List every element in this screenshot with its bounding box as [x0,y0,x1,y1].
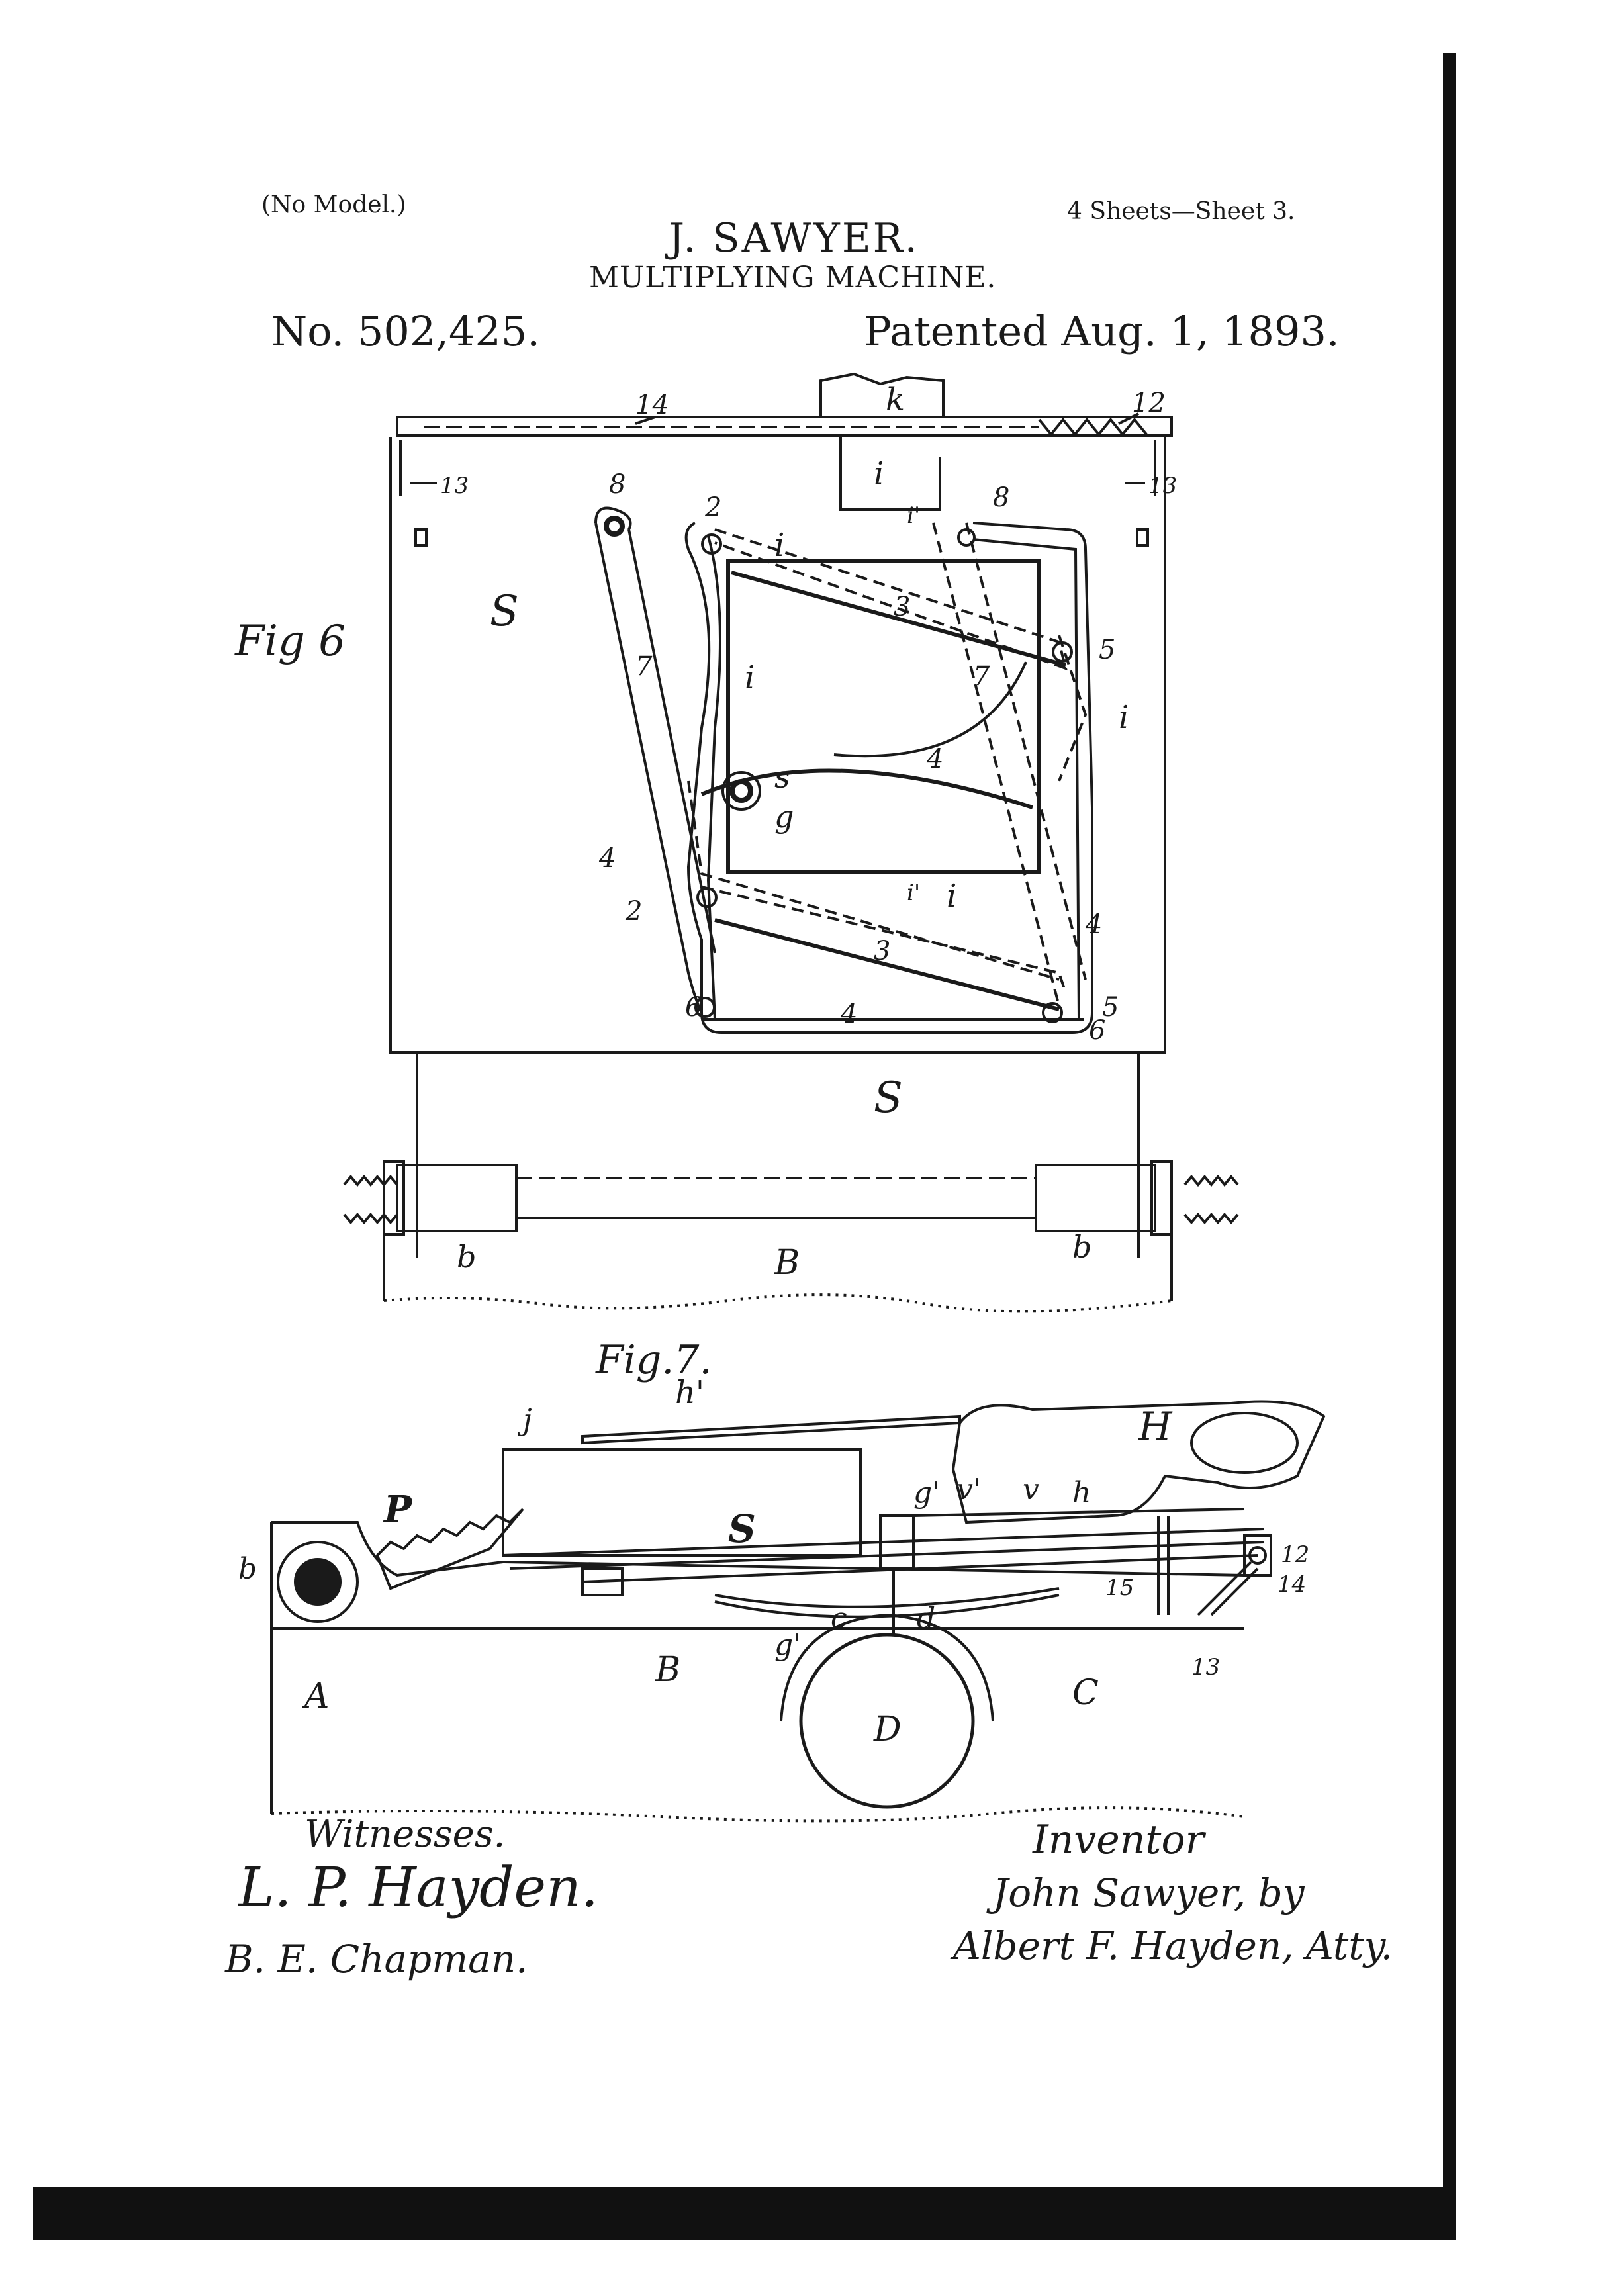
fig7-label: Fig.7. [595,1337,712,1383]
witness-1-signature: L. P. Hayden. [237,1857,598,1919]
ref-A: A [302,1676,330,1716]
ref-7-right: 7 [973,661,990,692]
ref-6-right: 6 [1089,1015,1105,1046]
ref-7-left: 7 [635,651,653,682]
ref-v: v [1023,1473,1039,1506]
ref-3-bottom: 3 [874,936,890,966]
ref-s: s [774,759,790,795]
signature-block: Witnesses. L. P. Hayden. B. E. Chapman. … [224,1813,1393,1982]
ref-i-dash: i [774,527,784,564]
ref-4-middle: 4 [926,744,943,774]
fig6-label: Fig 6 [234,617,346,666]
ref-H: H [1138,1404,1173,1449]
ref-B-fig7: B [655,1650,680,1690]
ref-13-fig7: 13 [1191,1654,1220,1680]
ref-4-left: 4 [598,843,616,874]
ref-h: h [1072,1476,1091,1510]
ref-g1-bottom: g' [774,1628,801,1662]
ref-2-top: 2 [704,492,721,523]
bottom-scan-edge [33,2187,1456,2240]
ref-14-fig7: 14 [1277,1571,1306,1598]
ref-b-fig7: b [238,1552,257,1586]
ref-i1-bottom: i' [907,880,920,906]
ref-g: g [774,799,794,835]
ref-S-lower: S [874,1074,903,1123]
ref-15: 15 [1105,1575,1134,1601]
inventor-signature: John Sawyer, by [986,1870,1305,1915]
ref-2-bottom: 2 [625,896,642,927]
ref-i-left: i [745,659,755,696]
patent-title: MULTIPLYING MACHINE. [589,261,997,295]
ref-i-bottom: i [947,878,956,915]
ref-k: k [886,381,905,418]
ref-b-left: b [457,1239,476,1275]
patent-number: No. 502,425. [271,307,540,355]
ref-C: C [1072,1673,1099,1713]
ref-j: j [517,1403,532,1437]
witnesses-heading: Witnesses. [304,1813,505,1856]
ref-c: c [831,1602,847,1635]
ref-S-top: S [490,587,519,636]
inventor-name: J. SAWYER. [669,215,919,261]
fig6-drawing [343,372,1239,1313]
right-scan-edge [1443,53,1456,2217]
ref-8-left: 8 [609,469,626,500]
patented-date: Patented Aug. 1, 1893. [864,307,1340,355]
ref-13-left: 13 [440,473,469,499]
model-note: (No Model.) [261,191,406,218]
ref-8-right: 8 [993,482,1009,513]
fig6-labels: 14 12 13 13 k i i i i i i' i' 8 8 2 2 3 … [440,381,1177,1283]
ref-S-fig7: S [728,1506,756,1551]
ref-g1-top: g' [913,1476,940,1510]
ref-B-fig6: B [774,1243,800,1283]
ref-4-right: 4 [1085,909,1102,940]
ref-d: d [917,1602,935,1635]
ref-12: 12 [1132,388,1166,418]
ref-6-left: 6 [685,992,702,1023]
ref-i-top: i [874,455,884,492]
ref-i1-top: i' [907,502,920,529]
ref-13-right: 13 [1148,473,1177,499]
witness-2-signature: B. E. Chapman. [224,1937,528,1982]
ref-b-right: b [1072,1229,1091,1265]
ref-14: 14 [635,390,669,420]
ref-i-right: i [1119,699,1129,736]
ref-5-bottom: 5 [1102,992,1119,1023]
attorney-signature: Albert F. Hayden, Atty. [950,1923,1393,1968]
ref-v1: v' [956,1473,981,1506]
fig7-drawing [270,1400,1326,1823]
ref-12-fig7: 12 [1281,1541,1309,1568]
ref-5-top: 5 [1099,635,1115,665]
fig7-labels: j h' H h g' g' v' v P b S A B c d C D 15… [238,1374,1309,1749]
ref-3-top: 3 [894,592,910,622]
ref-h1: h' [675,1374,704,1411]
ref-D: D [873,1710,902,1749]
inventor-heading: Inventor [1032,1817,1207,1863]
sheet-count: 4 Sheets—Sheet 3. [1067,198,1295,225]
ref-4-bottom: 4 [840,999,857,1029]
ref-P: P [383,1488,413,1532]
